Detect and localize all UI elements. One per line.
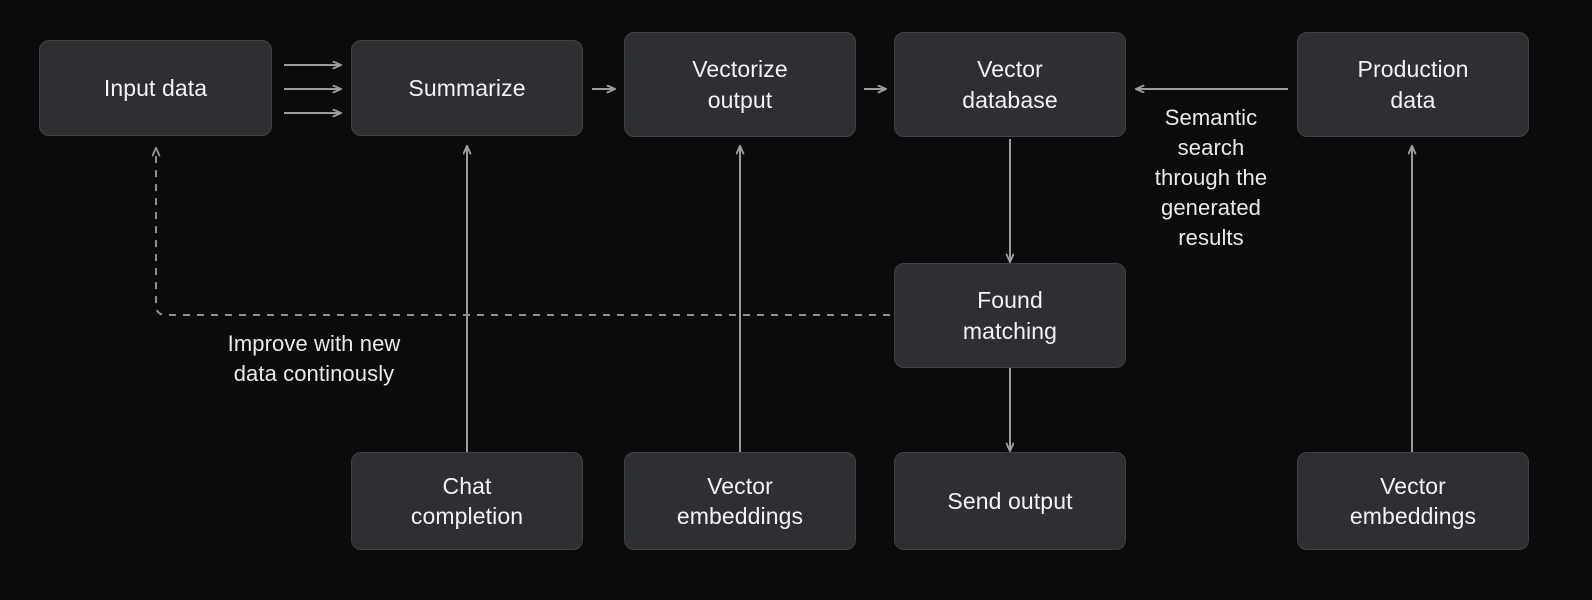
node-found-matching-label: Found matching: [962, 287, 1058, 344]
dashed-feedback-found-matching-to-input-data: [156, 148, 890, 316]
node-vector-embeddings-right-label: Vector embeddings: [1349, 472, 1477, 529]
node-summarize-label: Summarize: [408, 74, 526, 101]
node-vector-database[interactable]: Vector database: [894, 32, 1126, 137]
node-vector-embeddings-middle[interactable]: Vector embeddings: [624, 452, 856, 550]
node-send-output-label: Send output: [947, 487, 1073, 514]
node-summarize[interactable]: Summarize: [351, 40, 583, 136]
node-production-data-label: Production data: [1357, 56, 1469, 113]
node-vector-database-label: Vector database: [962, 56, 1058, 113]
node-input-data-label: Input data: [103, 74, 208, 101]
node-found-matching[interactable]: Found matching: [894, 263, 1126, 368]
node-vectorize-output[interactable]: Vectorize output: [624, 32, 856, 137]
node-vector-embeddings-middle-label: Vector embeddings: [676, 472, 804, 529]
node-chat-completion-label: Chat completion: [410, 472, 524, 529]
node-chat-completion[interactable]: Chat completion: [351, 452, 583, 550]
edge-label-semantic-search: Semantic search through the generated re…: [1154, 105, 1268, 250]
node-vector-embeddings-right[interactable]: Vector embeddings: [1297, 452, 1529, 550]
node-input-data[interactable]: Input data: [39, 40, 272, 136]
node-vectorize-output-label: Vectorize output: [692, 56, 788, 113]
node-production-data[interactable]: Production data: [1297, 32, 1529, 137]
node-send-output[interactable]: Send output: [894, 452, 1126, 550]
edge-label-improve-loop: Improve with new data continously: [227, 331, 401, 386]
